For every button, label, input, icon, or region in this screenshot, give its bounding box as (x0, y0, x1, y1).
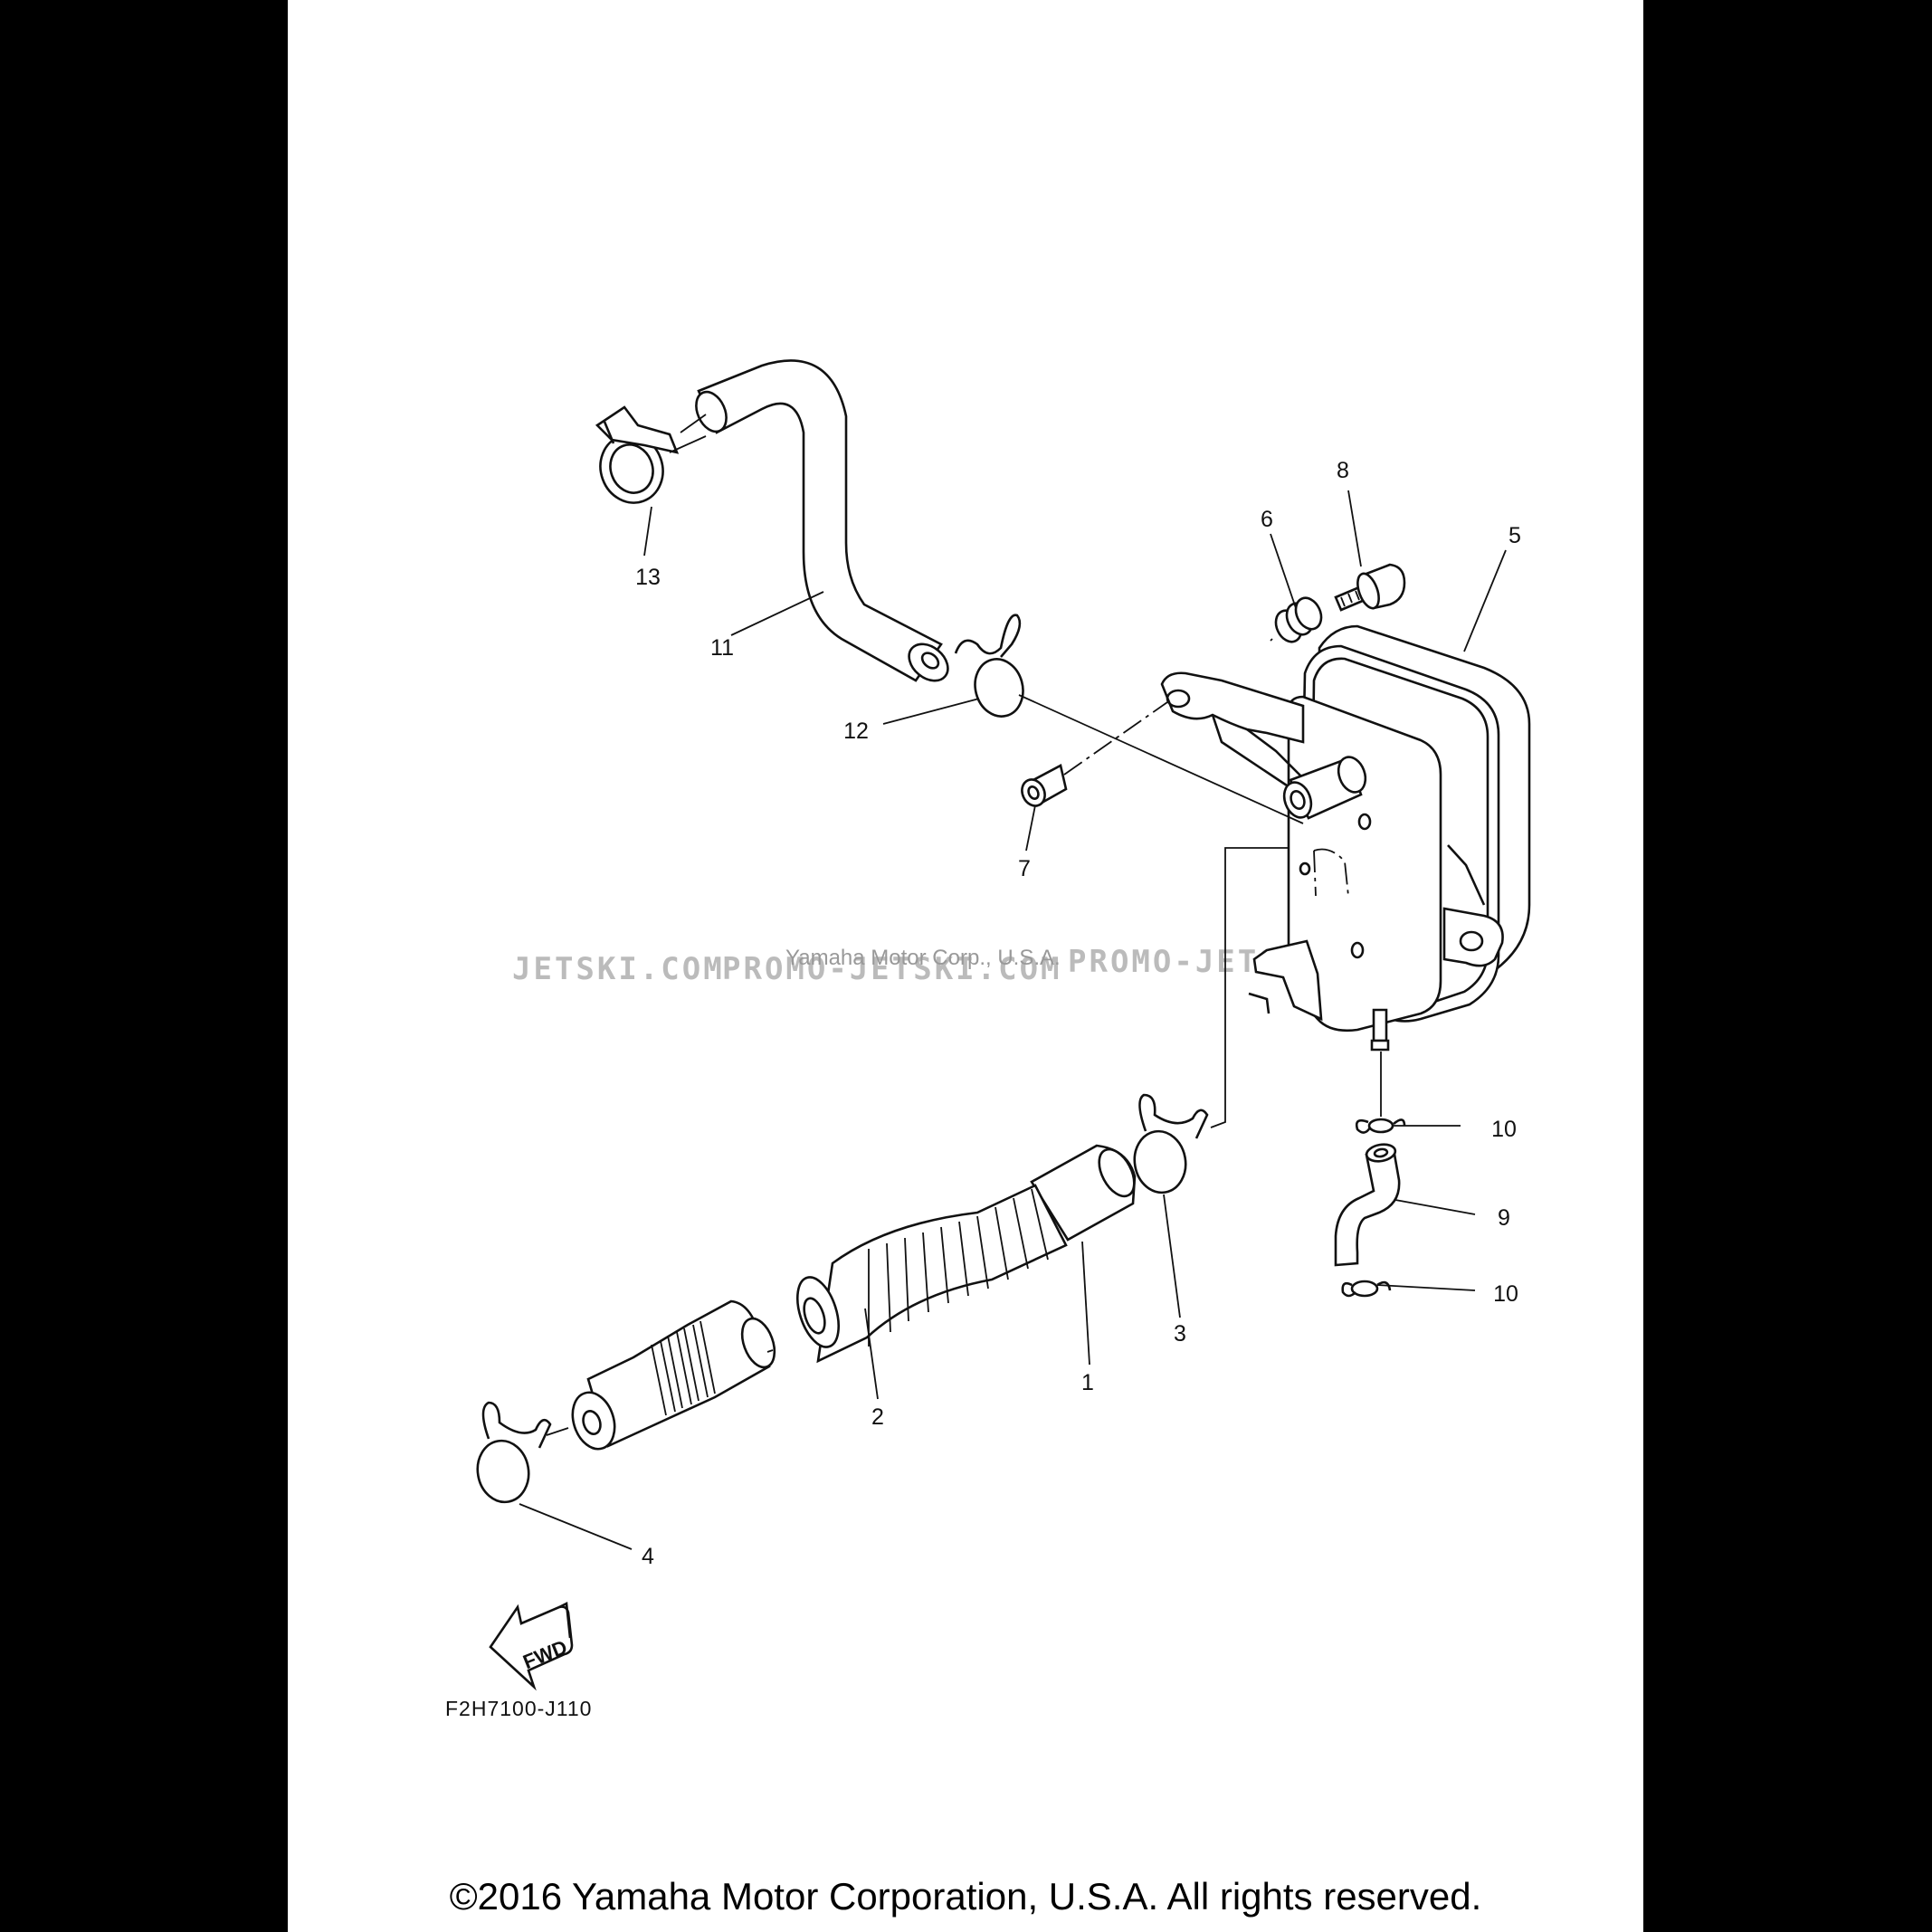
label-part-1: 1 (1081, 1370, 1094, 1395)
small-hose-part-9 (1334, 1143, 1401, 1267)
label-part-3: 3 (1174, 1321, 1186, 1347)
label-part-12: 12 (843, 719, 869, 744)
hose-upper-part-11 (695, 359, 949, 682)
hose-lower-part-2 (571, 1299, 776, 1451)
leader-6 (1270, 533, 1297, 609)
label-part-10-lower: 10 (1493, 1281, 1518, 1307)
label-part-2: 2 (871, 1404, 884, 1430)
leader-7 (1025, 804, 1036, 852)
grommet-part-6 (1274, 596, 1323, 643)
clamp-part-3 (1133, 1093, 1209, 1194)
label-part-10-upper: 10 (1491, 1117, 1517, 1142)
assembly-line-3-tank (1210, 847, 1289, 1128)
assembly-line-2-1 (766, 1349, 774, 1353)
label-part-13: 13 (635, 565, 661, 590)
watermark-left: JETSKI.COM (512, 951, 725, 987)
clip-part-10-lower (1341, 1280, 1392, 1298)
bolt-part-8 (1334, 563, 1406, 612)
assembly-line-13-11 (680, 414, 707, 433)
watermark-company: Yamaha Motor Corp., U.S.A. (785, 946, 1061, 970)
label-part-4: 4 (642, 1544, 654, 1569)
leader-3 (1163, 1194, 1181, 1318)
leader-5 (1463, 549, 1507, 652)
drawing-code: F2H7100-J110 (445, 1697, 592, 1720)
assembly-line-12-tank (1018, 694, 1304, 824)
label-part-7: 7 (1018, 856, 1031, 881)
clip-part-10-upper (1355, 1118, 1406, 1134)
label-part-11: 11 (710, 635, 734, 661)
label-part-8: 8 (1337, 458, 1349, 483)
leader-10-lower (1376, 1284, 1476, 1291)
assembly-line-6 (1270, 638, 1273, 642)
leader-1 (1081, 1241, 1090, 1366)
leader-8 (1347, 490, 1362, 567)
label-part-6: 6 (1261, 507, 1273, 532)
leader-12 (882, 698, 980, 725)
watermark-center: PROMO-JETSKI.COM (722, 951, 1062, 987)
leader-13 (643, 506, 652, 557)
leader-9 (1394, 1199, 1476, 1215)
assembly-line-4-2 (546, 1427, 569, 1436)
clamp-part-4 (476, 1401, 552, 1504)
copyright-notice: ©2016 Yamaha Motor Corporation, U.S.A. A… (449, 1875, 1482, 1918)
collar-part-7 (1021, 764, 1068, 807)
leader-4 (519, 1503, 633, 1550)
hose-lower-part-1 (796, 1144, 1137, 1364)
label-part-5: 5 (1508, 523, 1521, 548)
oil-tank-part-5 (1160, 624, 1531, 1052)
leader-11 (730, 591, 824, 636)
clamp-part-12 (954, 614, 1024, 718)
leader-2 (864, 1308, 879, 1400)
clamp-part-13 (595, 405, 707, 504)
assembly-line-7-bracket (1063, 701, 1168, 776)
label-part-9: 9 (1498, 1205, 1510, 1231)
fwd-arrow-icon: FWD (489, 1601, 574, 1691)
